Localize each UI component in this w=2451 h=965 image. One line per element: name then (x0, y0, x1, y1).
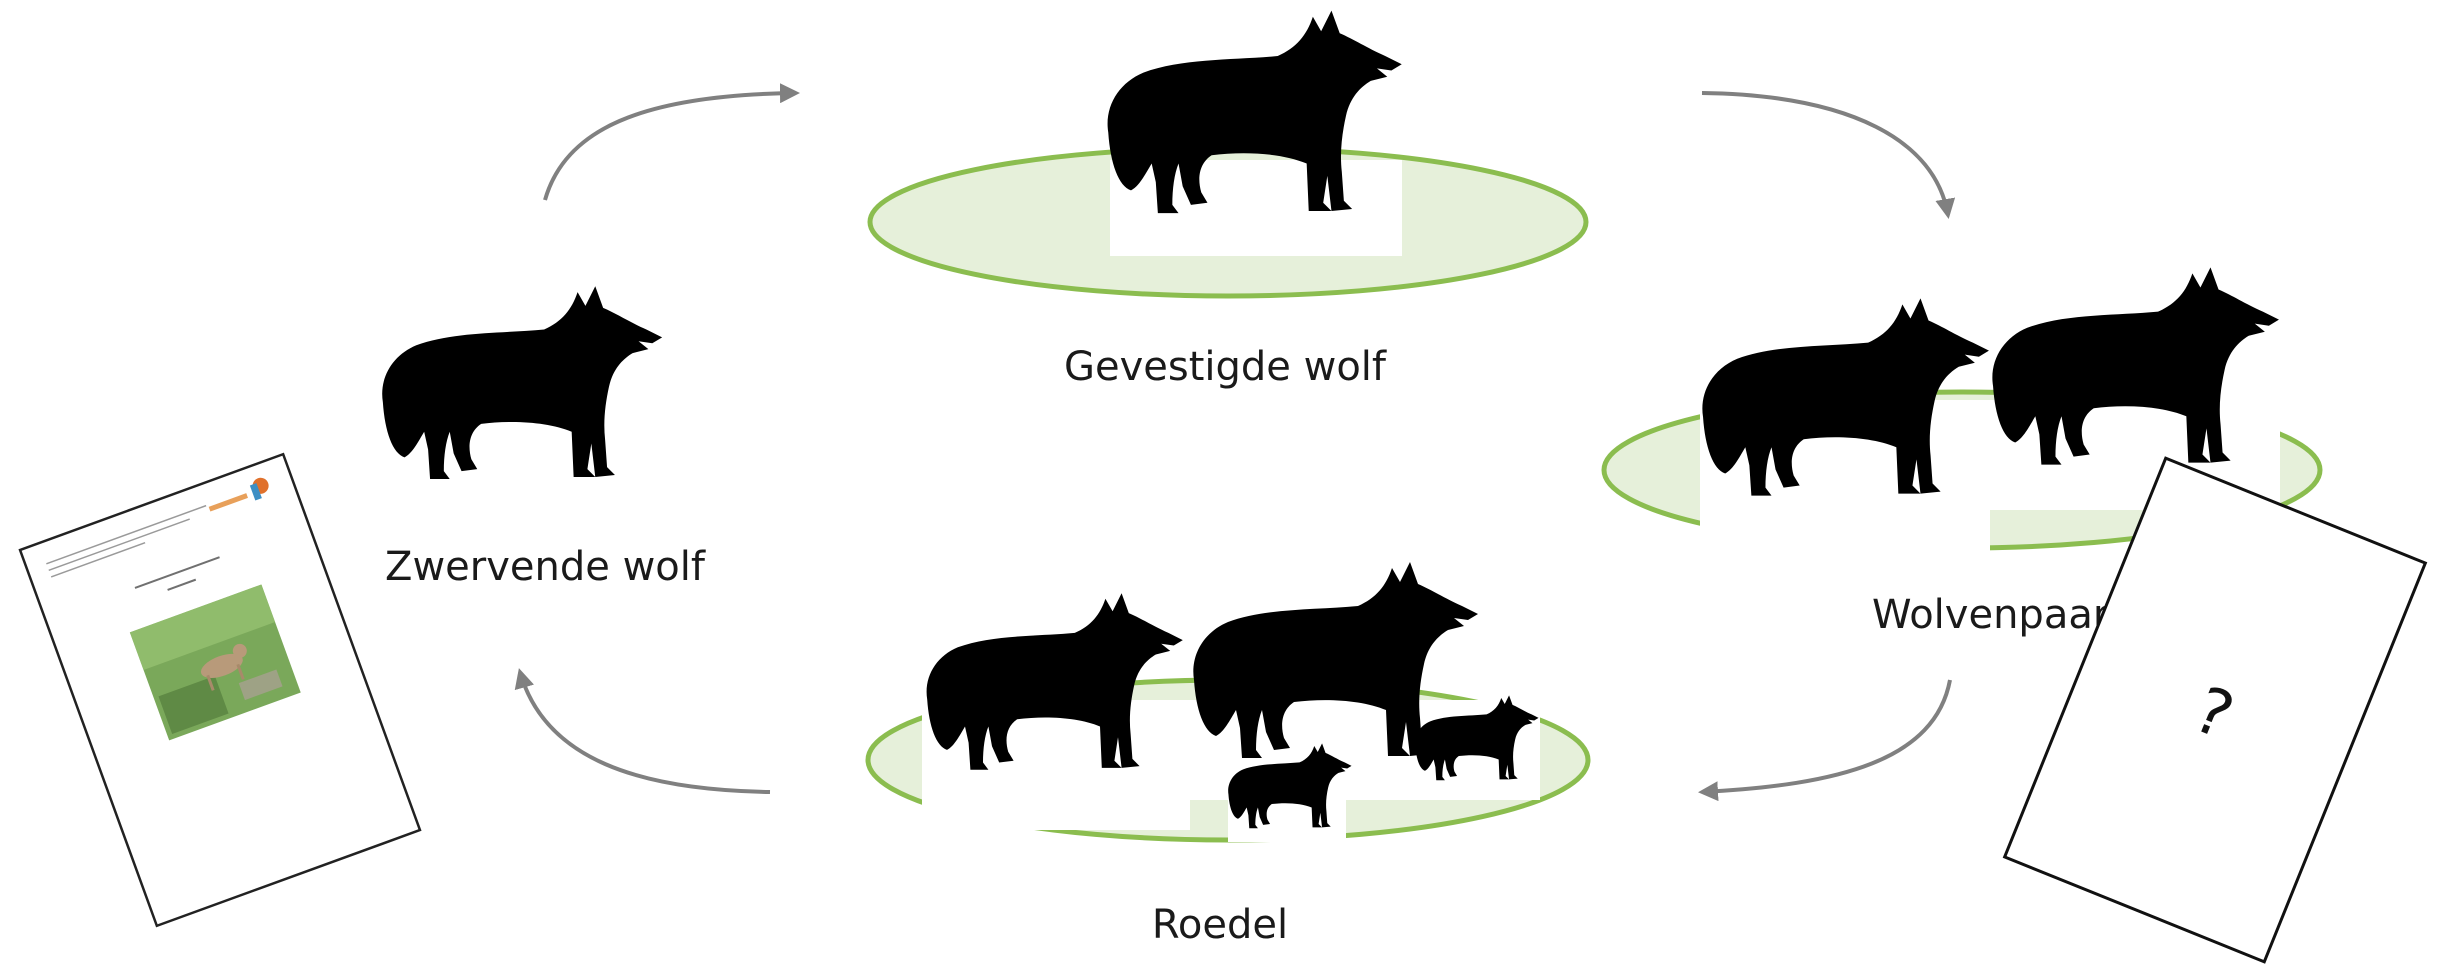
report-photo (129, 584, 301, 741)
question-card-icon: ? (2002, 456, 2428, 964)
report-header-tag (208, 493, 248, 512)
cycle-arrows (514, 83, 1956, 802)
arrow-roaming-to-established (543, 83, 800, 201)
report-title-lines (134, 556, 220, 591)
stage-established-label: Gevestigde wolf (1064, 344, 1387, 390)
stage-pack-label: Roedel (1152, 902, 1288, 948)
question-card (2002, 456, 2428, 964)
stage-pair: Wolvenpaar (1601, 267, 2323, 638)
arrow-established-to-pair (1701, 91, 1956, 219)
stage-roaming-label: Zwervende wolf (385, 544, 706, 590)
wolf-clip-box (1110, 160, 1402, 256)
publisher-logo-icon (249, 477, 269, 501)
report-document-icon (18, 452, 422, 928)
report-header-lines (46, 504, 207, 578)
arrow-pack-to-roaming (514, 668, 771, 794)
stage-established: Gevestigde wolf (867, 10, 1589, 390)
stage-pack: Roedel (865, 562, 1591, 948)
stage-pair-label: Wolvenpaar (1872, 592, 2110, 638)
arrow-pair-to-pack (1698, 679, 1952, 802)
stage-roaming: Zwervende wolf (378, 286, 706, 590)
